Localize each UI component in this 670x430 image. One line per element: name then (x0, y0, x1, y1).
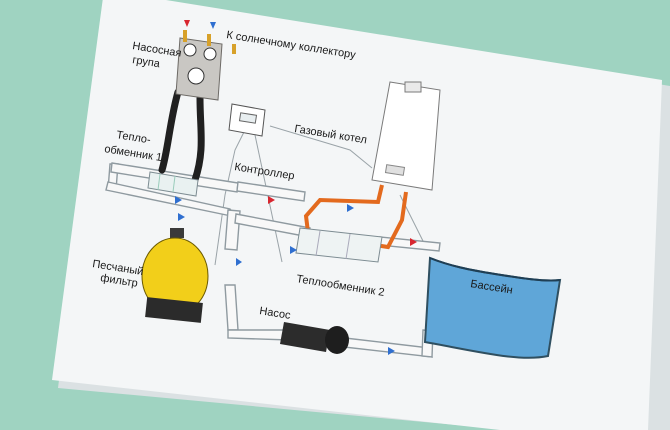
flow-arrows (175, 20, 417, 355)
sand-filter-label-line2: фильтр (100, 272, 139, 290)
flow-arrow-icon (175, 196, 182, 204)
sand-filter-icon (141, 228, 209, 323)
black-hoses (158, 88, 205, 184)
heat-exchanger-2-icon (295, 227, 383, 263)
controller-icon (228, 103, 266, 137)
flow-arrow-icon (268, 196, 275, 204)
flow-arrow-icon (290, 246, 297, 254)
flow-arrow-icon (178, 213, 185, 221)
gas-boiler-icon (371, 81, 441, 191)
heat-exchanger-1-icon (147, 171, 199, 197)
flow-arrow-icon (347, 204, 354, 212)
pump-icon (280, 322, 349, 354)
pump-group-label-line2: група (132, 54, 162, 70)
flow-arrow-icon (210, 22, 216, 29)
pump-group-icon (175, 30, 236, 101)
heat-exchanger-1-label-line1: Тепло- (116, 129, 152, 146)
flow-arrow-icon (410, 238, 417, 246)
pump-label: Насос (259, 305, 292, 322)
flow-arrow-icon (184, 20, 190, 27)
flow-arrow-icon (236, 258, 242, 266)
pool-icon (423, 256, 562, 359)
flow-arrow-icon (388, 347, 395, 355)
